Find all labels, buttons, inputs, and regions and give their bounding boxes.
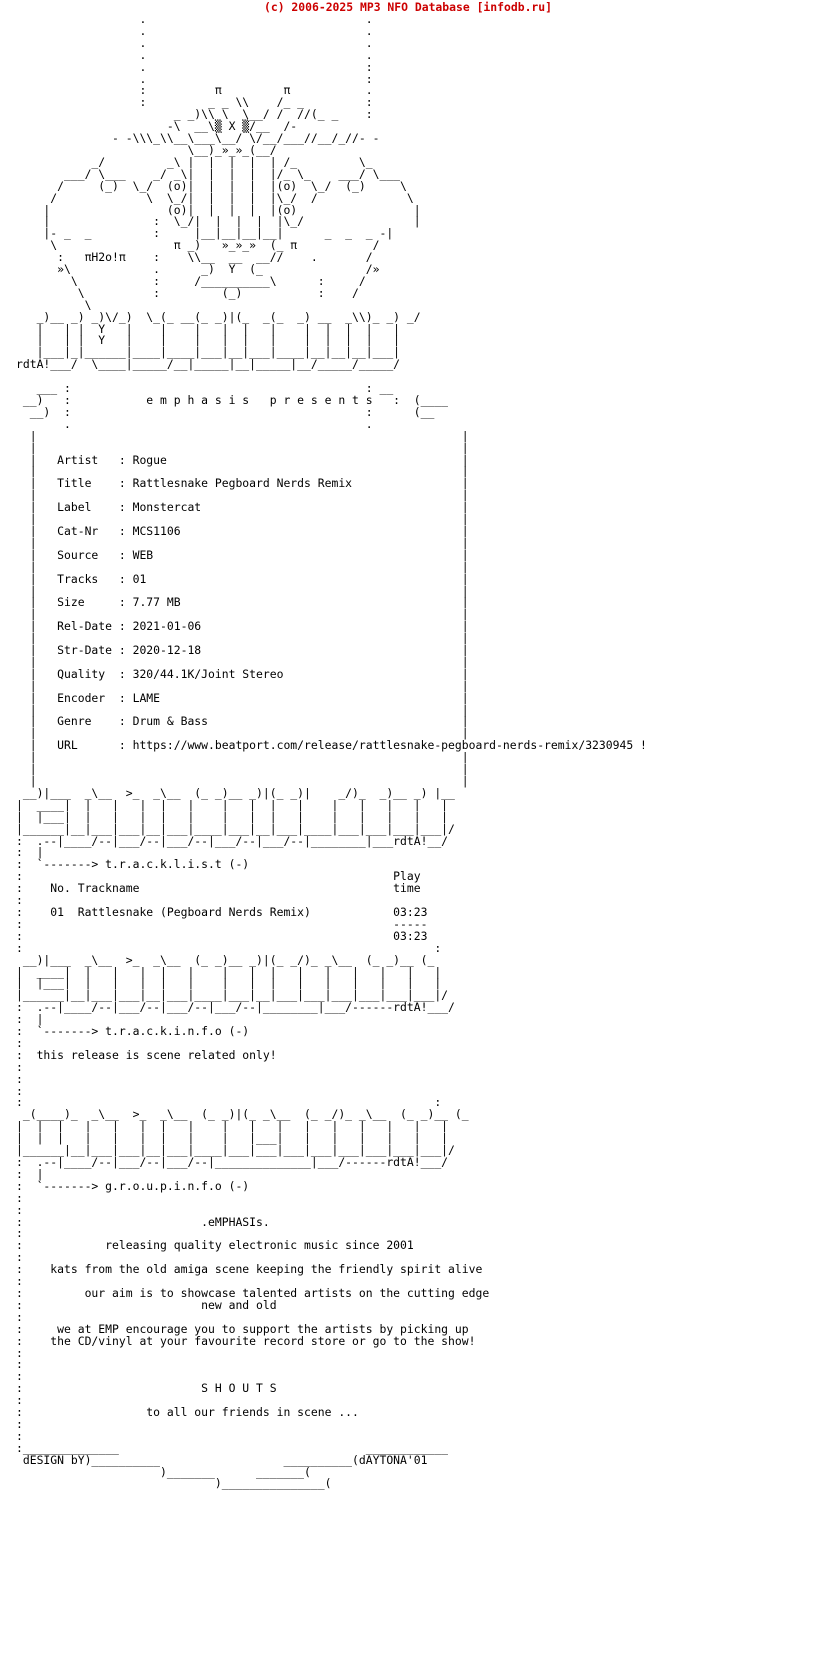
nfo-text: . . . . . . . . (16, 12, 647, 1491)
site-header: (c) 2006-2025 MP3 NFO Database [infodb.r… (263, 0, 553, 14)
